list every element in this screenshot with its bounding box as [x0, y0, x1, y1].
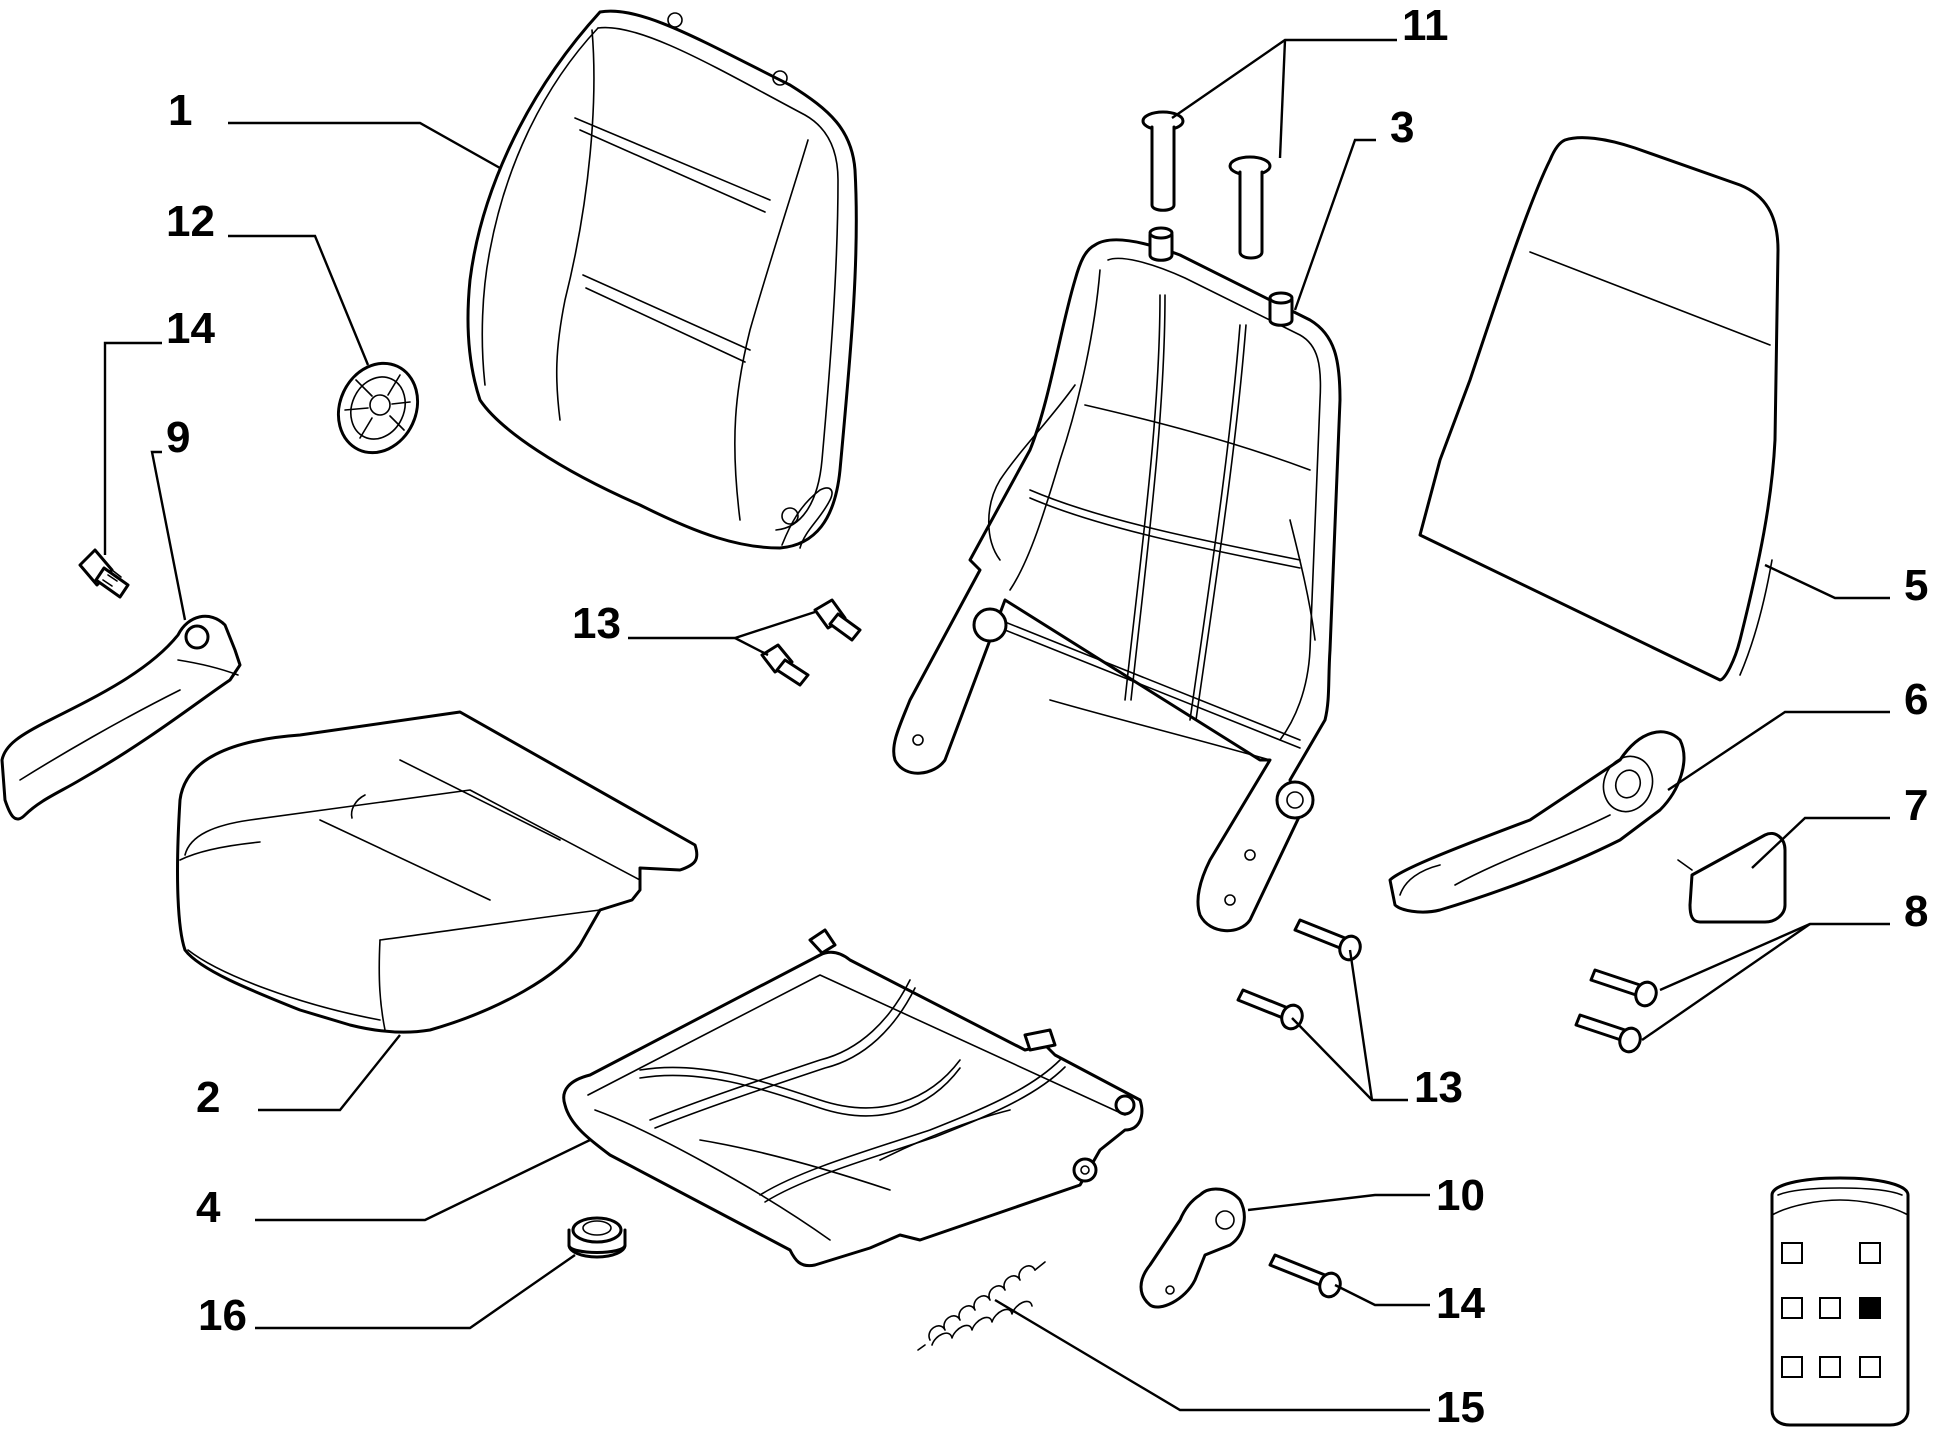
callout-labels: 1 2 3 4 5 6 7 8 9 10 11 12 13 13 14 14 1…	[166, 1, 1928, 1430]
screw-pair-icon	[1574, 968, 1658, 1054]
coil-spring-icon	[917, 1261, 1046, 1351]
callout-14-right: 14	[1436, 1279, 1485, 1328]
callout-1: 1	[168, 86, 192, 135]
callout-13-left: 13	[572, 599, 621, 648]
bracket-icon	[1139, 1187, 1246, 1309]
callout-11: 11	[1402, 1, 1449, 50]
variant-cell-grid	[1781, 1242, 1881, 1378]
seat-frame-icon	[562, 928, 1144, 1268]
callout-13-right: 13	[1414, 1063, 1463, 1112]
backrest-frame-icon	[892, 226, 1342, 933]
callout-2: 2	[196, 1073, 220, 1122]
variant-cell	[1819, 1356, 1841, 1378]
grommet-icon	[567, 1216, 627, 1259]
backrest-cover-panel-icon	[1418, 136, 1780, 682]
variant-cell	[1859, 1356, 1881, 1378]
callout-6: 6	[1904, 675, 1928, 724]
seat-variant-selector-icon	[1770, 1176, 1910, 1427]
variant-cell-selected	[1859, 1297, 1881, 1319]
callout-15: 15	[1436, 1383, 1485, 1430]
variant-cell	[1781, 1356, 1803, 1378]
callout-5: 5	[1904, 561, 1928, 610]
bolt-icon	[760, 598, 862, 687]
callout-4: 4	[196, 1183, 221, 1232]
left-side-trim-icon	[0, 614, 242, 821]
bolt-icon	[1236, 918, 1362, 1031]
callout-14-left: 14	[166, 304, 215, 353]
callout-10: 10	[1436, 1171, 1485, 1220]
seat-cushion-icon	[176, 710, 699, 1034]
callout-9: 9	[166, 413, 190, 462]
headrest-guide-pin-icon	[1141, 110, 1272, 260]
side-trim-cover-icon	[1388, 730, 1686, 914]
callout-16: 16	[198, 1291, 247, 1340]
variant-cell	[1781, 1297, 1803, 1319]
leader-lines	[103, 38, 1890, 1412]
callout-12: 12	[166, 197, 215, 246]
variant-cell	[1781, 1242, 1803, 1264]
backrest-cushion-icon	[466, 9, 858, 550]
cap-plug-icon	[1677, 832, 1787, 924]
variant-cell	[1859, 1242, 1881, 1264]
callout-8: 8	[1904, 887, 1928, 936]
screw-icon	[1268, 1253, 1342, 1299]
callout-3: 3	[1390, 103, 1414, 152]
recliner-knob-icon	[336, 361, 420, 455]
callout-7: 7	[1904, 781, 1928, 830]
variant-cell	[1819, 1297, 1841, 1319]
screw-icon	[78, 548, 130, 599]
